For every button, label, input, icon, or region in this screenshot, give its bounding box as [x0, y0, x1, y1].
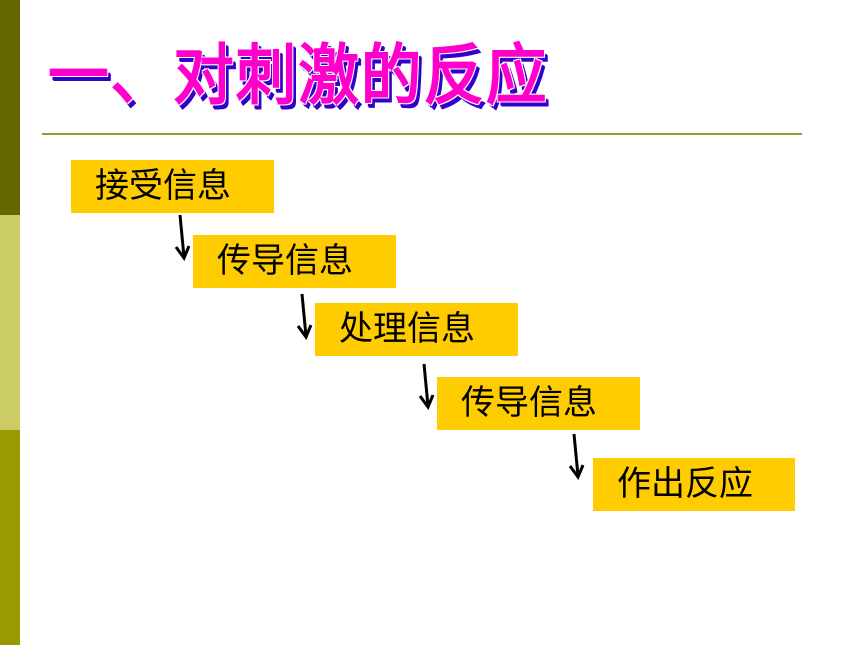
step-conduct-info-1: 传导信息 [193, 235, 396, 288]
sidebar-band-top [0, 0, 20, 215]
arrow-down-icon [296, 293, 313, 340]
slide-title: 一、对刺激的反应 [48, 36, 549, 114]
sidebar-band-middle [0, 215, 20, 430]
step-receive-info: 接受信息 [71, 160, 274, 213]
arrow-down-icon [418, 363, 435, 410]
arrow-down-icon [568, 433, 585, 480]
step-process-info: 处理信息 [315, 303, 518, 356]
title-divider [42, 133, 802, 135]
step-make-response: 作出反应 [593, 458, 795, 511]
sidebar-band-bottom [0, 430, 20, 645]
arrow-down-icon [174, 214, 191, 261]
step-conduct-info-2: 传导信息 [437, 377, 640, 430]
